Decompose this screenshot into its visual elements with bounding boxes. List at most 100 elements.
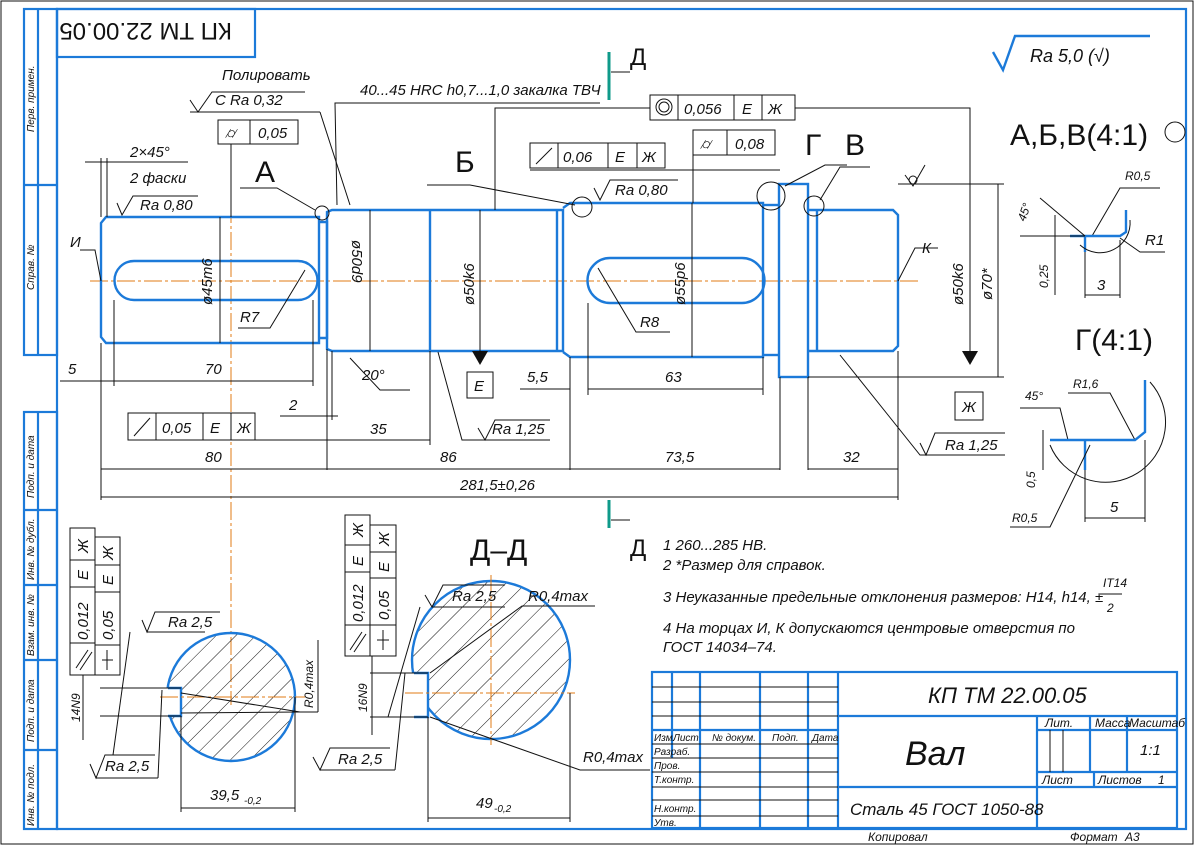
svg-text:45°: 45°: [1015, 201, 1034, 223]
shaft: [99, 181, 900, 379]
cross-section-1: 14N9 R0,4max Ra 2,5 Ra 2,5 39,5 -0,2 0,0…: [69, 527, 319, 812]
svg-text:Ra 1,25: Ra 1,25: [492, 421, 545, 438]
strip-label: Взам. инв. №: [26, 594, 37, 656]
note-4-cont: ГОСТ 14034–74.: [663, 639, 777, 656]
svg-text:5,5: 5,5: [527, 369, 549, 386]
svg-text:Ra 1,25: Ra 1,25: [945, 437, 998, 454]
note-1: 1 260...285 НВ.: [663, 537, 767, 554]
svg-text:0,05: 0,05: [376, 590, 393, 620]
general-roughness: Ra 5,0 (√): [1030, 46, 1110, 66]
strip-label: Подп. и дата: [26, 435, 37, 498]
section-title: Д–Д: [470, 534, 527, 567]
svg-text:45°: 45°: [1025, 389, 1043, 403]
svg-text:Ж: Ж: [100, 545, 117, 561]
datum-label-zh: Ж: [961, 399, 977, 416]
detail-circle-v: [803, 195, 825, 217]
svg-text:0,05: 0,05: [258, 125, 288, 142]
svg-text:Ж: Ж: [376, 531, 393, 547]
svg-text:20°: 20°: [361, 367, 385, 384]
detail-letter-g: Г: [805, 129, 821, 162]
svg-text:0,012: 0,012: [350, 584, 367, 622]
part-name: Вал: [905, 735, 965, 773]
scale-label: Масштаб: [1129, 716, 1186, 730]
rotated-stamp-box: [55, 7, 257, 59]
detail-letter-v: В: [845, 129, 865, 162]
linear-dimensions: R7 R8 20° 5 70 2 35 Ra 1,25 80 86 73,5 5…: [60, 267, 1005, 500]
role-checker: Пров.: [654, 761, 680, 772]
svg-text:0,08: 0,08: [735, 136, 765, 153]
svg-text:3: 3: [1097, 277, 1106, 294]
detail-circle-g: [756, 181, 786, 211]
note-3: 3 Неуказанные предельные отклонения разм…: [663, 589, 1103, 606]
diameter-dimensions: ø45m6 ø50d9 ø50k6 ø55p6 ø50k6 ø70*: [199, 183, 1004, 378]
svg-text:ø50d9: ø50d9: [348, 240, 365, 283]
svg-text:2: 2: [288, 397, 298, 414]
svg-text:⌭: ⌭: [700, 136, 713, 153]
svg-text:Е: Е: [100, 574, 117, 585]
svg-text:-0,2: -0,2: [244, 796, 262, 807]
svg-text:39,5: 39,5: [210, 787, 240, 804]
detail-circle-a: [314, 205, 330, 221]
svg-text:32: 32: [843, 449, 860, 466]
svg-text:-0,2: -0,2: [494, 804, 512, 815]
document-code: КП ТМ 22.00.05: [928, 683, 1088, 708]
header-date: Дата: [811, 733, 839, 744]
note-3-fraction-den: 2: [1106, 601, 1114, 615]
svg-text:R0,4max: R0,4max: [583, 749, 644, 766]
svg-text:73,5: 73,5: [665, 449, 695, 466]
svg-text:ø50k6: ø50k6: [461, 263, 478, 305]
svg-text:5: 5: [1110, 499, 1119, 516]
svg-text:Ж: Ж: [236, 420, 252, 437]
strip-label: Справ. №: [26, 244, 37, 290]
role-approve: Утв.: [653, 818, 677, 829]
svg-text:Ra 2,5: Ra 2,5: [168, 614, 213, 631]
svg-text:ø55p6: ø55p6: [672, 262, 689, 305]
svg-text:Г(4:1): Г(4:1): [1075, 324, 1153, 357]
note-2: 2 *Размер для справок.: [662, 557, 826, 574]
tolerance-frame-coaxiality: 0,056 Е Ж: [649, 94, 971, 210]
header-doc: № докум.: [712, 733, 756, 744]
svg-text:0,056: 0,056: [684, 101, 722, 118]
svg-text:86: 86: [440, 449, 457, 466]
note-hardening: 40...45 HRC h0,7...1,0 закалка ТВЧ: [360, 82, 602, 99]
shaft-collar: [777, 182, 810, 379]
section-letter-bottom: Д: [630, 535, 646, 562]
svg-text:R0,4max: R0,4max: [302, 659, 316, 708]
detail-circle-b: [571, 196, 593, 218]
svg-text:ø50k6: ø50k6: [950, 263, 967, 305]
chamfer-note: 2×45°: [129, 144, 170, 161]
note-polish: Полировать: [222, 67, 311, 84]
svg-text:70: 70: [205, 361, 222, 378]
svg-text:Е: Е: [742, 101, 753, 118]
svg-text:Ra 2,5: Ra 2,5: [105, 758, 150, 775]
svg-text:35: 35: [370, 421, 387, 438]
roughness-ra080-a: Ra 0,80: [140, 197, 193, 214]
svg-text:Ra 2,5: Ra 2,5: [452, 588, 497, 605]
svg-text:Е: Е: [75, 569, 92, 580]
svg-text:0,05: 0,05: [162, 420, 192, 437]
rotated-stamp-code: КП ТМ 22.00.05: [59, 17, 232, 44]
copied-label: Копировал: [868, 830, 928, 844]
role-developer: Разраб.: [654, 746, 690, 758]
header-izm: Изм.: [654, 733, 675, 744]
sheets-count: 1: [1158, 773, 1165, 787]
svg-text:ø70*: ø70*: [979, 267, 996, 300]
svg-text:Е: Е: [350, 555, 367, 566]
technical-notes: 1 260...285 НВ. 2 *Размер для справок. 3…: [662, 537, 1127, 656]
note-ra032: С Ra 0,32: [215, 92, 283, 109]
svg-text:0,06: 0,06: [563, 149, 593, 166]
svg-text:R0,5: R0,5: [1012, 511, 1038, 525]
header-sign: Подп.: [772, 733, 799, 744]
keyway-2: [586, 256, 766, 305]
material: Сталь 45 ГОСТ 1050-88: [850, 800, 1044, 819]
mass-label: Масса: [1095, 716, 1131, 730]
svg-text:Ж: Ж: [767, 101, 783, 118]
general-roughness-symbol: [991, 34, 1150, 73]
svg-text:⌭: ⌭: [225, 125, 238, 142]
datum-box-e: [466, 371, 494, 399]
svg-text:0,5: 0,5: [1024, 471, 1038, 488]
roughness-ra080-b: Ra 0,80: [615, 182, 668, 199]
detail-g: Г(4:1) R1,6 45° 0,5 R0,5 5: [1010, 324, 1167, 528]
chamfer-count: 2 фаски: [129, 170, 187, 187]
